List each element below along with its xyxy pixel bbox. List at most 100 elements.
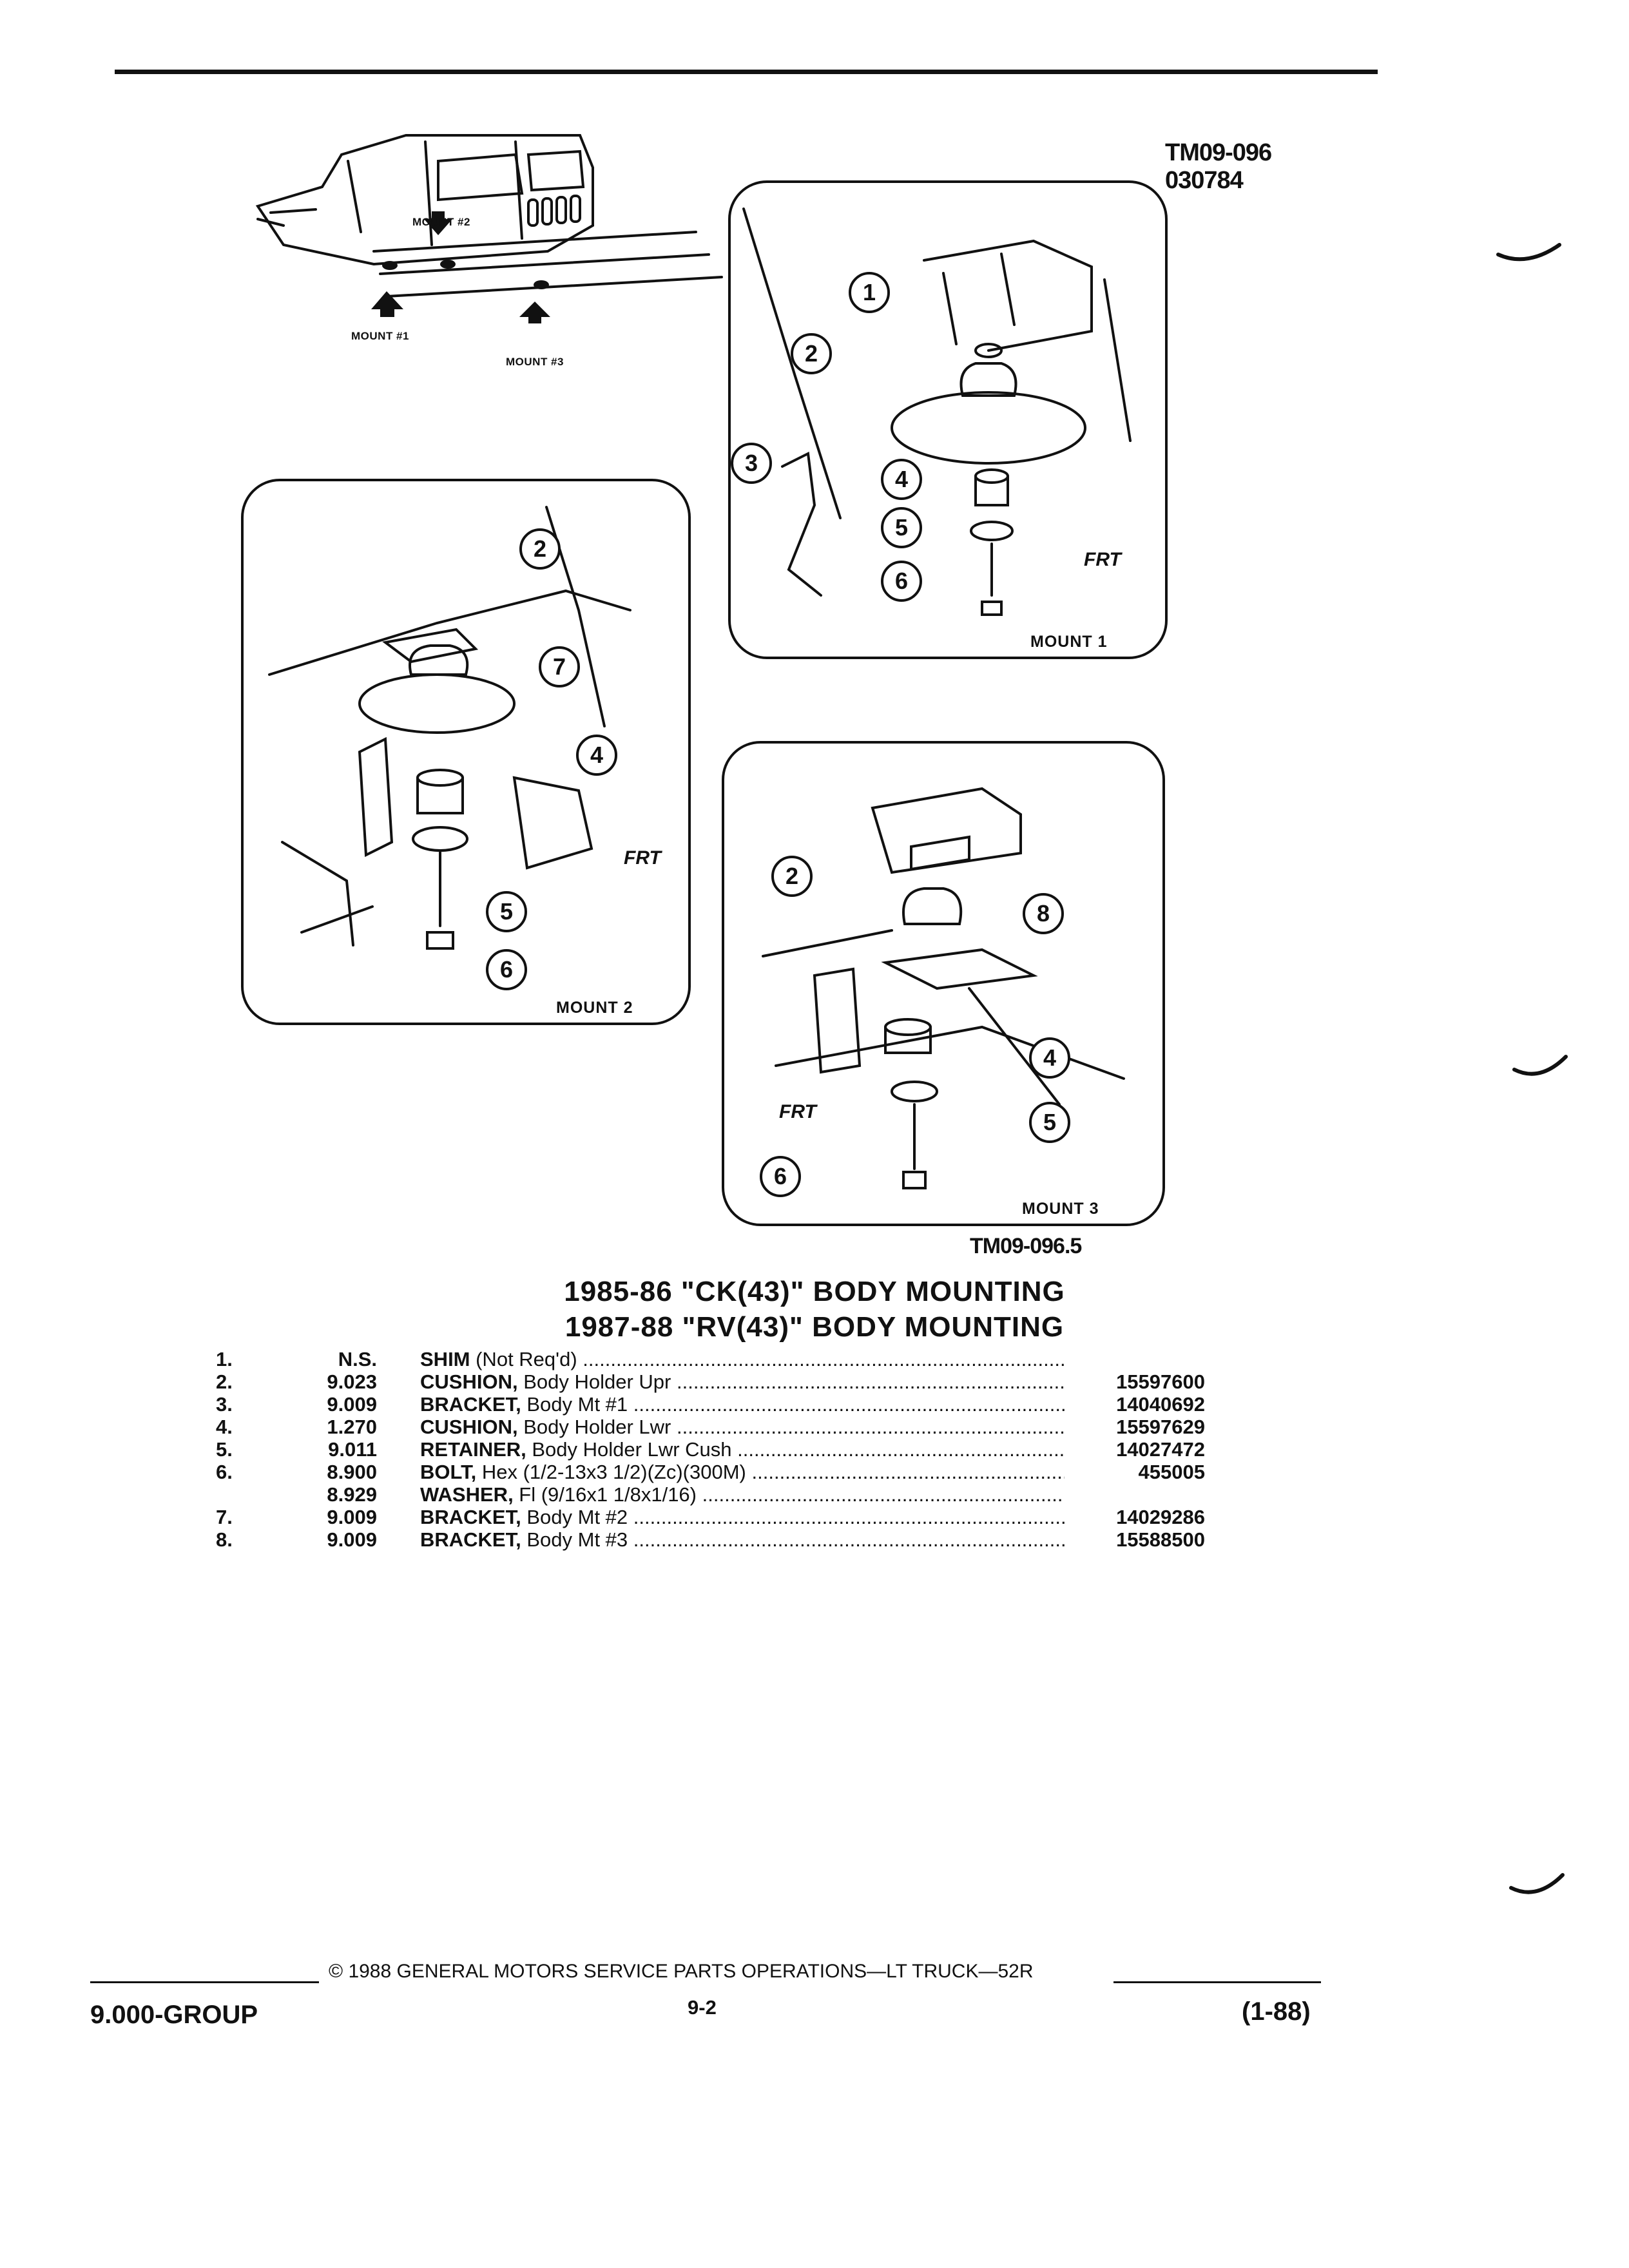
mount3-callout-8: 8 [1023,893,1064,934]
mount3-callout-6: 6 [760,1156,801,1197]
part-item-number: 2. [216,1370,233,1393]
title-line-2: 1987-88 "RV(43)" BODY MOUNTING [564,1311,1065,1343]
mount1-frt-label: FRT [1084,549,1121,570]
part-group: 1.270 [327,1416,377,1438]
part-number: 14040692 [1116,1393,1205,1416]
part-description: BRACKET, Body Mt #1 ....................… [420,1393,1065,1416]
part-description: RETAINER, Body Holder Lwr Cush .........… [420,1438,1065,1461]
mount1-panel: 1 2 3 4 5 6 FRT MOUNT 1 [728,180,1168,659]
part-row: 3. 9.009 BRACKET, Body Mt #1 .............… [0,1393,1629,1416]
footer-date: (1-88) [1242,1997,1311,2026]
footer-rule-right [1113,1981,1321,1983]
leader-dots: ........................................… [737,1438,1065,1461]
part-item-number: 5. [216,1438,233,1461]
part-description: BRACKET, Body Mt #2 ....................… [420,1506,1065,1528]
mount1-drawing [742,207,1132,616]
mount3-panel: 2 8 4 5 6 FRT MOUNT 3 [722,741,1165,1226]
mount1-label: MOUNT 1 [1030,633,1108,651]
part-item-number: 8. [216,1528,233,1551]
mount3-callout-2: 2 [771,856,813,897]
mount2-callout-6: 6 [486,949,527,990]
part-number: 14027472 [1116,1438,1205,1461]
leader-dots: ........................................… [633,1506,1065,1528]
part-group: 9.011 [328,1438,377,1461]
part-item-number: 4. [216,1416,233,1438]
part-number: 14029286 [1116,1506,1205,1528]
part-name: CUSHION, [420,1370,518,1393]
part-name: RETAINER, [420,1438,526,1461]
leader-dots: ........................................… [633,1528,1065,1551]
figure-code-top-date: 030784 [1165,167,1244,194]
part-description: WASHER, Fl (9/16x1 1/8x1/16) ...........… [420,1483,1065,1506]
mount3-callout-5: 5 [1029,1102,1070,1143]
part-description: CUSHION, Body Holder Lwr ...............… [420,1416,1065,1438]
figure-code-top: TM09-096 [1165,139,1272,166]
part-number: 15588500 [1116,1528,1205,1551]
part-detail: Hex (1/2-13x3 1/2)(Zc)(300M) [476,1461,746,1483]
part-row: 6. 8.900 BOLT, Hex (1/2-13x3 1/2)(Zc)(300M… [0,1461,1629,1483]
mount2-drawing [268,506,631,950]
leader-dots: ........................................… [751,1461,1065,1483]
mount2-panel: 2 7 4 5 6 FRT MOUNT 2 [241,479,691,1025]
part-name: BRACKET, [420,1528,521,1551]
leader-dots: ........................................… [676,1416,1065,1438]
mount1-callout-6: 6 [881,561,922,602]
truck-overview-illustration [245,116,747,387]
mount2-callout-5: 5 [486,891,527,932]
overview-mount1-label: MOUNT #1 [351,330,409,342]
mount3-label: MOUNT 3 [1022,1200,1099,1218]
mount3-drawing [762,787,1125,1189]
footer-page-number: 9-2 [688,1996,717,2019]
part-group: N.S. [338,1348,377,1370]
part-group: 8.929 [327,1483,377,1506]
part-description: CUSHION, Body Holder Upr ...............… [420,1370,1065,1393]
part-number: 15597600 [1116,1370,1205,1393]
leader-dots: ........................................… [702,1483,1065,1506]
part-row: 8.929 WASHER, Fl (9/16x1 1/8x1/16) ......… [0,1483,1629,1506]
part-group: 9.009 [327,1393,377,1416]
truck-overview-drawing [255,134,723,323]
footer-copyright: © 1988 GENERAL MOTORS SERVICE PARTS OPER… [329,1961,1034,1982]
mount2-callout-2: 2 [519,528,561,570]
part-name: CUSHION, [420,1416,518,1438]
mount1-callout-2: 2 [791,333,832,374]
footer-group: 9.000-GROUP [90,2001,258,2029]
part-group: 9.009 [327,1528,377,1551]
part-item-number: 3. [216,1393,233,1416]
part-description: BOLT, Hex (1/2-13x3 1/2)(Zc)(300M) .....… [420,1461,1065,1483]
part-item-number: 7. [216,1506,233,1528]
part-detail: Body Holder Upr [517,1370,671,1393]
overview-mount3-label: MOUNT #3 [506,356,564,368]
part-detail: Body Holder Lwr Cush [526,1438,732,1461]
mount1-callout-1: 1 [849,272,890,313]
title-line-1: 1985-86 "CK(43)" BODY MOUNTING [564,1276,1065,1307]
part-item-number: 1. [216,1348,233,1370]
figure-code-bottom: TM09-096.5 [970,1234,1082,1258]
leader-dots: ........................................… [676,1370,1065,1393]
overview-mount2-label: MOUNT #2 [412,216,470,228]
part-detail: Body Mt #1 [521,1393,628,1416]
part-detail: Body Mt #3 [521,1528,628,1551]
mount2-frt-label: FRT [624,847,661,869]
mount2-callout-7: 7 [539,646,580,687]
part-number: 15597629 [1116,1416,1205,1438]
part-name: SHIM [420,1348,470,1370]
mount1-callout-4: 4 [881,459,922,500]
mount2-callout-4: 4 [576,735,617,776]
leader-dots: ........................................… [583,1348,1065,1370]
part-group: 8.900 [327,1461,377,1483]
part-detail: Body Holder Lwr [517,1416,671,1438]
part-row: 1. N.S. SHIM (Not Req'd) .................… [0,1348,1629,1370]
part-detail: (Not Req'd) [470,1348,577,1370]
parts-list: 1. N.S. SHIM (Not Req'd) .................… [0,1348,1629,1551]
part-description: SHIM (Not Req'd) .......................… [420,1348,1065,1370]
part-detail: Body Mt #2 [521,1506,628,1528]
mount1-callout-5: 5 [881,507,922,548]
margin-marks [1496,243,1568,1894]
part-name: BRACKET, [420,1393,521,1416]
part-row: 5. 9.011 RETAINER, Body Holder Lwr Cush ..… [0,1438,1629,1461]
part-item-number: 6. [216,1461,233,1483]
mount1-callout-3: 3 [731,443,772,484]
